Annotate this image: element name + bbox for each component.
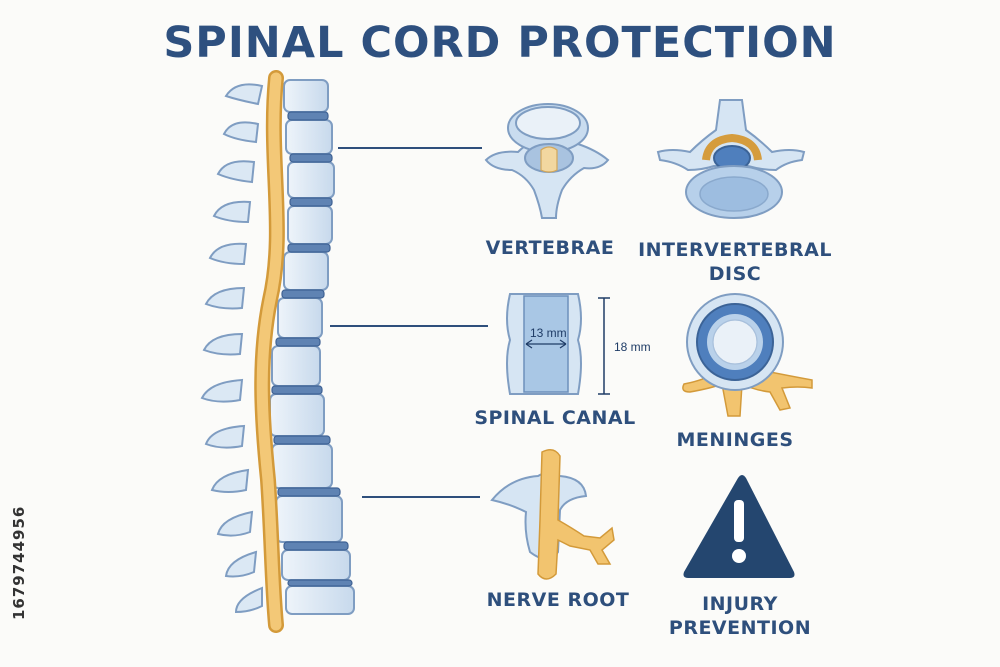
canal-width-measure: 13 mm (530, 326, 567, 340)
vertebra-illustration (484, 103, 610, 219)
spine-column (200, 70, 355, 633)
canal-height-measure: 18 mm (614, 340, 651, 354)
label-spinal-canal: SPINAL CANAL (474, 407, 636, 429)
label-meninges: MENINGES (676, 429, 794, 451)
spinal-canal-illustration (506, 293, 610, 395)
exclamation-icon (732, 500, 746, 563)
nerve-root-illustration (490, 449, 615, 580)
label-intervertebral-disc: INTERVERTEBRAL DISC (638, 239, 832, 285)
leader-lines (330, 147, 488, 498)
label-vertebrae: VERTEBRAE (485, 237, 615, 259)
intervertebral-disc-illustration (656, 99, 806, 219)
label-nerve-root: NERVE ROOT (486, 589, 630, 611)
warning-sign (683, 475, 795, 578)
label-injury-prevention: INJURY PREVENTION (668, 593, 812, 639)
diagram-title: SPINAL CORD PROTECTION (163, 18, 837, 68)
watermark-id: 1679744956 (10, 505, 28, 620)
meninges-illustration (682, 293, 813, 417)
